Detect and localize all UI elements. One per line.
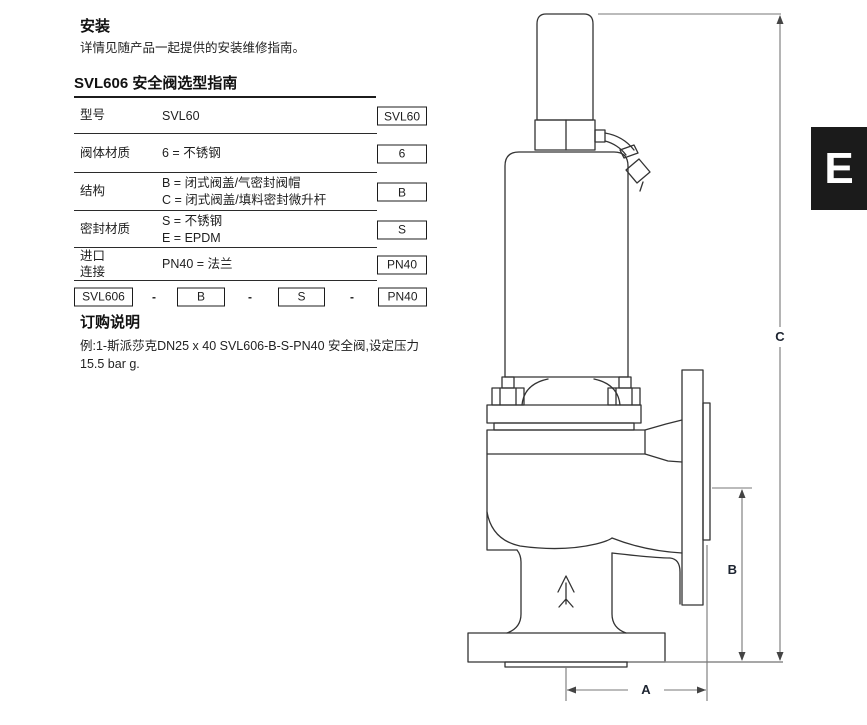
bonnet-bolt-left (491, 387, 525, 406)
inlet-flange (467, 632, 666, 663)
outlet-flange (681, 369, 704, 606)
selection-guide-title: SVL606 安全阀选型指南 (74, 72, 376, 98)
table-row: 密封材质 S = 不锈钢 E = EPDM S (74, 211, 428, 248)
row-value-line2: C = 闭式阀盖/填料密封微升杆 (162, 193, 327, 207)
table-row: 结构 B = 闭式阀盖/气密封阀帽 C = 闭式阀盖/填料密封微升杆 B (74, 173, 428, 211)
seal-stub (594, 129, 606, 143)
spring-housing (504, 151, 629, 378)
outlet-flange-face (702, 402, 711, 541)
code-box-connection: PN40 (378, 287, 427, 306)
row-label: 结构 (80, 184, 106, 199)
seal-crimp (619, 144, 639, 159)
code-box: PN40 (377, 255, 427, 274)
bonnet-bolt-right (607, 387, 641, 406)
installation-section: 安装 详情见随产品一起提供的安装维修指南。 (80, 15, 305, 57)
row-value-line1: S = 不锈钢 (162, 213, 223, 228)
row-label-line2: 连接 (80, 264, 106, 279)
code-box: 6 (377, 144, 427, 163)
bonnet-flange (486, 404, 642, 424)
table-row: 阀体材质 6 = 不锈钢 6 (74, 134, 428, 173)
seal-tag-icon (625, 158, 651, 192)
hex-nut (534, 119, 596, 151)
table-row: 型号 SVL60 SVL60 (74, 98, 428, 134)
row-label: 阀体材质 (80, 145, 131, 160)
ordering-example: 例:1-斯派莎克DN25 x 40 SVL606-B-S-PN40 安全阀,设定… (80, 339, 419, 372)
dim-label-c: C (775, 329, 785, 344)
chapter-tab: E (811, 127, 867, 210)
seal-wire (604, 132, 635, 156)
row-label-line1: 进口 (80, 248, 106, 263)
row-divider (74, 133, 377, 134)
ordering-section: 订购说明 例:1-斯派莎克DN25 x 40 SVL606-B-S-PN40 安… (80, 311, 442, 373)
inlet-neck (506, 549, 522, 634)
row-label: 型号 (80, 108, 106, 123)
code-box-seal: S (278, 287, 325, 306)
row-divider (74, 172, 377, 173)
code-dash: - (152, 289, 156, 304)
valve-body-band (486, 429, 646, 455)
row-value: 6 = 不锈钢 (162, 146, 221, 161)
row-value-line2: E = EPDM (162, 230, 221, 245)
code-dash: - (350, 289, 354, 304)
code-box: S (377, 220, 427, 239)
installation-title: 安装 (80, 18, 111, 35)
selection-guide: SVL606 安全阀选型指南 型号 SVL60 SVL60 阀体材质 6 = 不… (74, 72, 428, 312)
table-row: 进口连接 PN40 = 法兰 PN40 (74, 248, 428, 281)
row-value: SVL60 (162, 108, 200, 123)
row-divider (74, 280, 377, 281)
valve-cap (536, 13, 594, 121)
valve-body (486, 453, 518, 551)
code-box: B (377, 182, 427, 202)
row-value: PN40 = 法兰 (162, 257, 233, 272)
code-box-structure: B (177, 287, 225, 306)
row-value-line1: B = 闭式阀盖/气密封阀帽 (162, 176, 301, 191)
row-divider (74, 210, 377, 211)
dimension-lines (565, 13, 783, 701)
chapter-tab-letter: E (824, 143, 854, 193)
code-box-model: SVL606 (74, 287, 133, 306)
row-divider (74, 247, 377, 248)
installation-body: 详情见随产品一起提供的安装维修指南。 (80, 41, 306, 55)
flow-arrow-icon (557, 575, 575, 608)
ordering-title: 订购说明 (80, 314, 141, 331)
code-dash: - (248, 289, 252, 304)
code-box: SVL60 (377, 106, 427, 126)
dim-label-a: A (641, 682, 651, 697)
dimension-arrowheads (567, 15, 784, 694)
dim-label-b: B (728, 562, 737, 577)
row-label: 密封材质 (80, 221, 131, 236)
valve-outline (467, 13, 711, 668)
model-code-row: SVL606 - B - S - PN40 (74, 281, 428, 312)
